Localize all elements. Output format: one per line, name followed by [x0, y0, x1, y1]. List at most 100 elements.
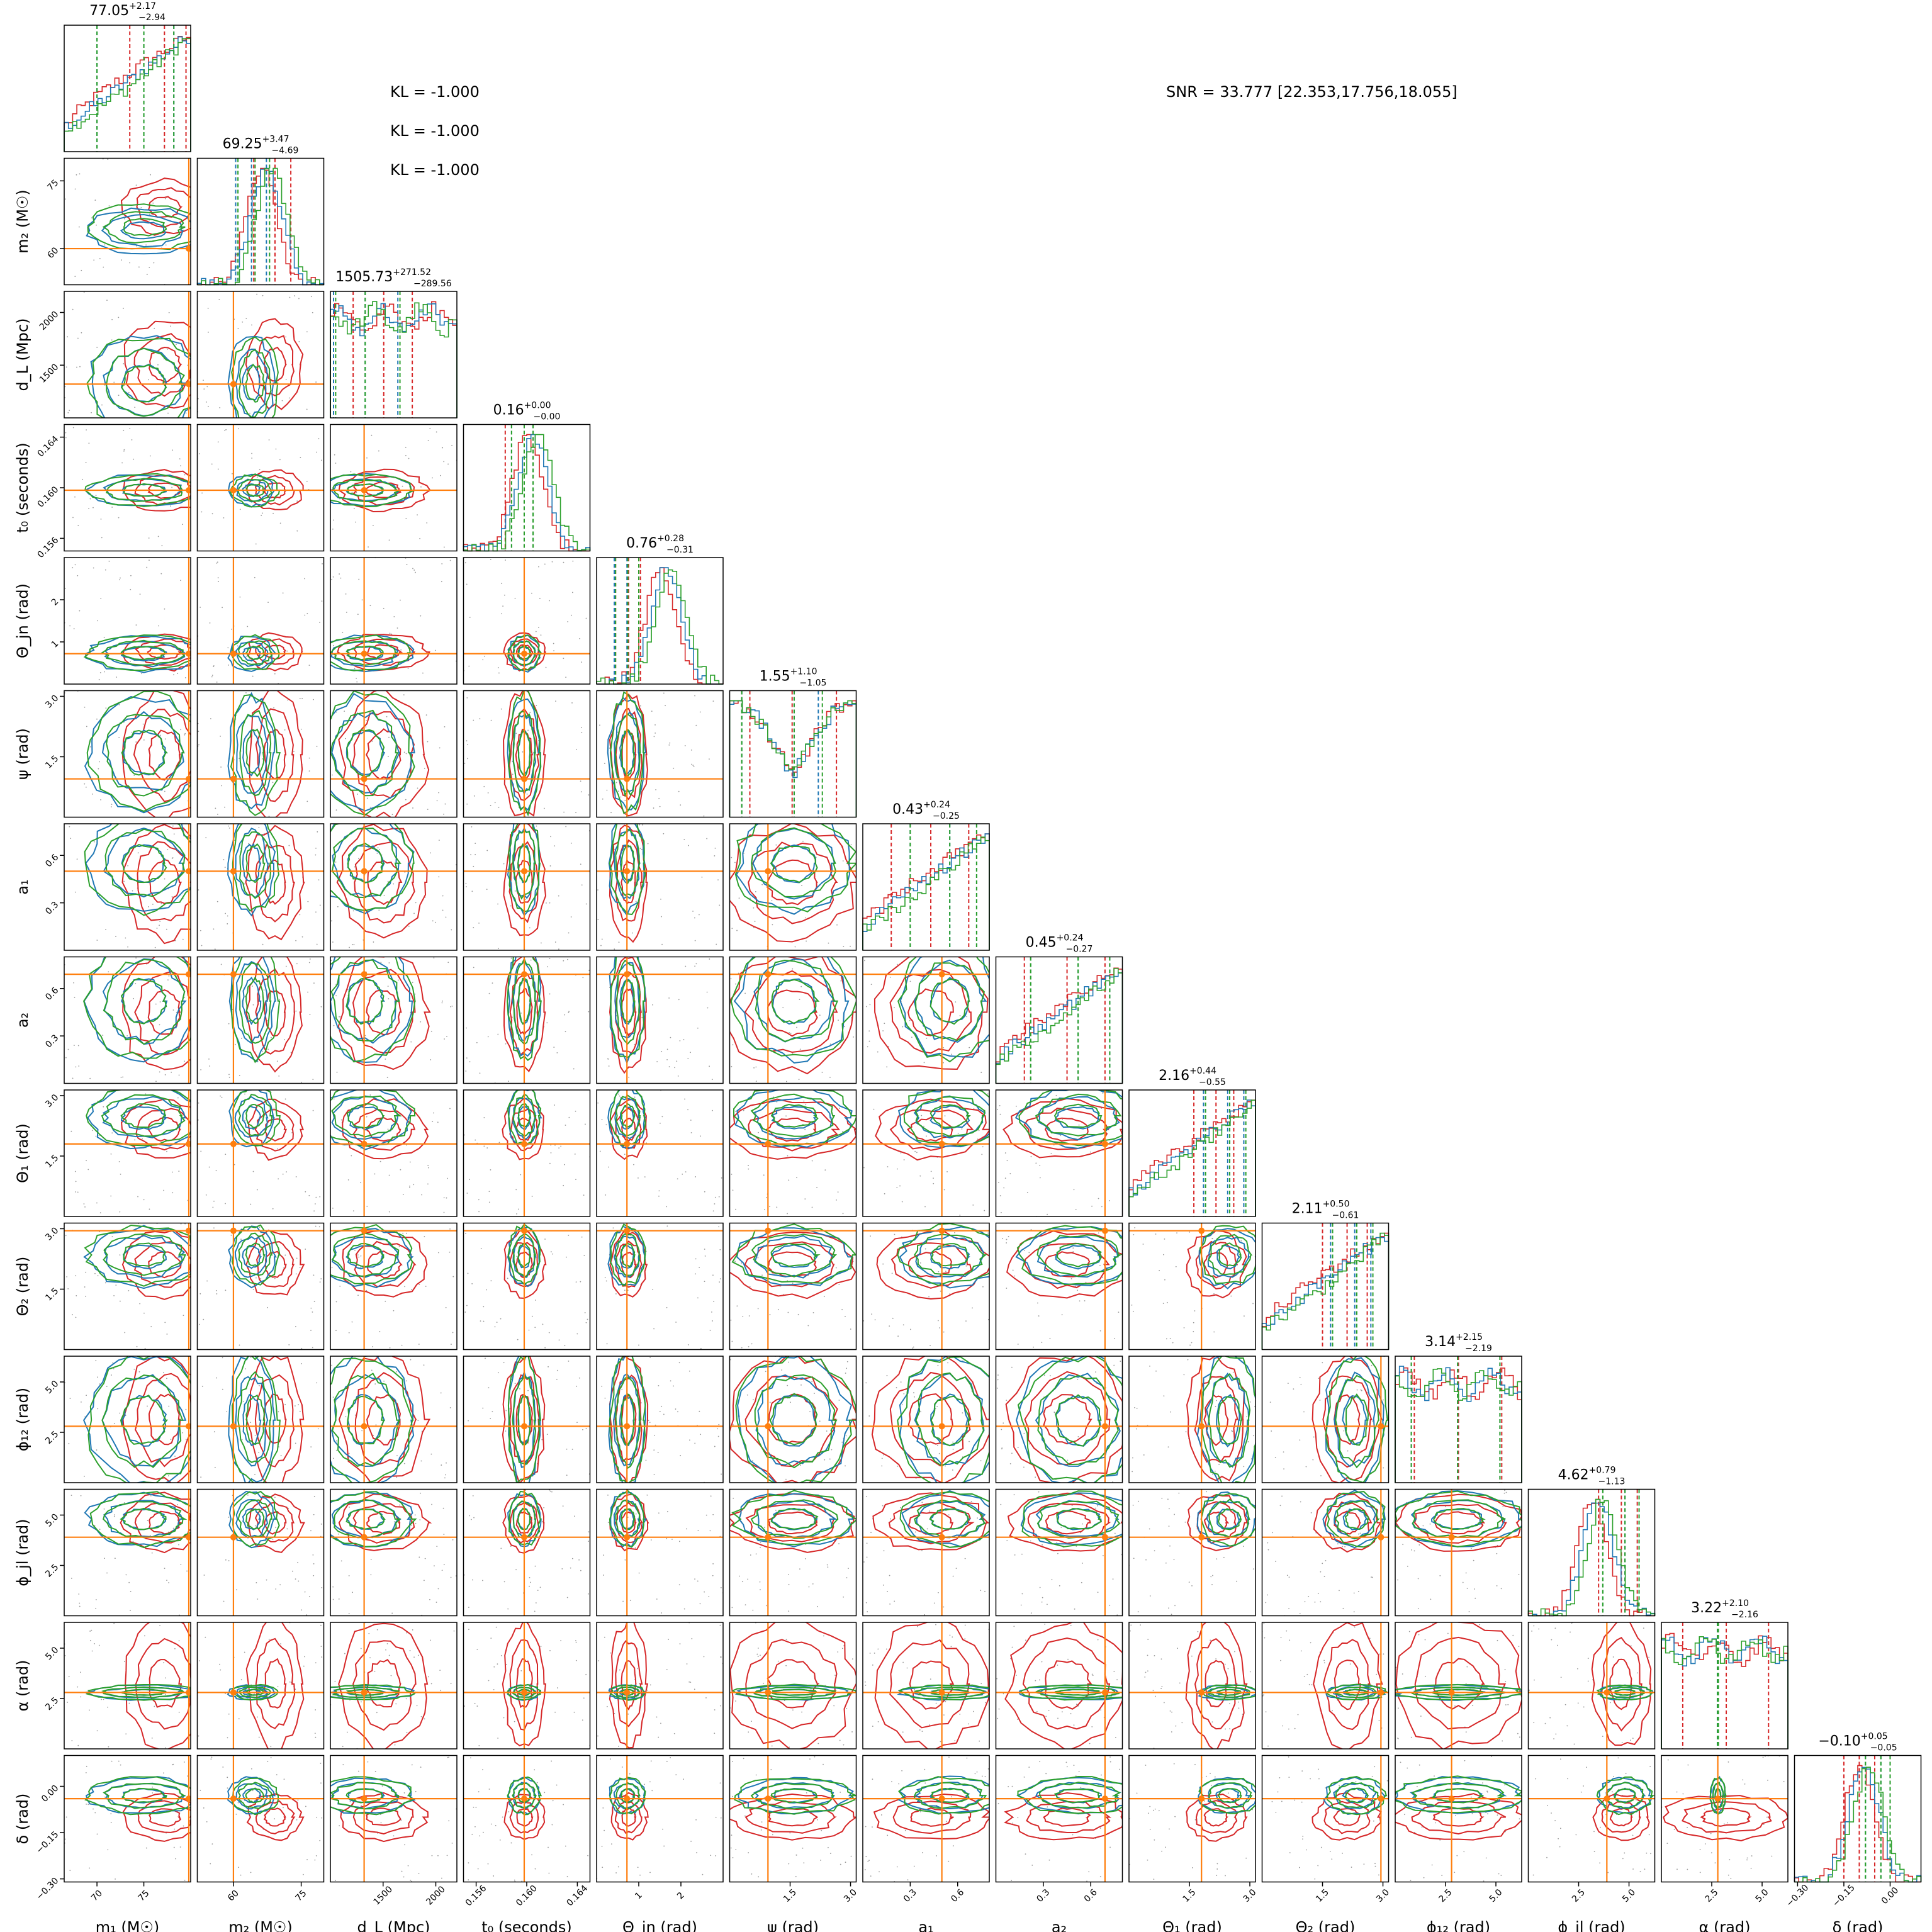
- scatter-point: [659, 806, 661, 807]
- scatter-point: [1144, 1676, 1146, 1678]
- scatter-point: [71, 1740, 73, 1741]
- contour-panel-3-11: [463, 1488, 591, 1617]
- scatter-point: [997, 1379, 999, 1381]
- scatter-point: [748, 1852, 750, 1853]
- truth-marker: [361, 1423, 368, 1430]
- scatter-point: [952, 1469, 953, 1471]
- contour-body: [463, 1090, 590, 1216]
- scatter-point: [333, 1025, 335, 1026]
- scatter-point: [497, 667, 499, 668]
- scatter-point: [346, 1731, 348, 1733]
- scatter-point: [301, 1081, 302, 1083]
- panel-frame: [729, 1622, 857, 1749]
- scatter-point: [284, 1403, 286, 1405]
- hist-panel-3: 0.16+0.00−0.00: [463, 401, 591, 552]
- panel-frame: [862, 1356, 990, 1483]
- scatter-point: [914, 1396, 915, 1398]
- scatter-point: [339, 1825, 340, 1827]
- scatter-point: [174, 1456, 176, 1457]
- contour-blue-level-0: [1055, 1106, 1100, 1130]
- scatter-point: [536, 825, 537, 827]
- scatter-point: [267, 1760, 269, 1762]
- scatter-point: [763, 1174, 765, 1176]
- contour-blue-level-0: [242, 1393, 262, 1447]
- scatter-point: [1317, 1593, 1319, 1595]
- scatter-point: [403, 1463, 405, 1464]
- hist-series-green: [1261, 1232, 1390, 1350]
- scatter-point: [769, 1206, 771, 1208]
- contour-panel-1-3: [196, 424, 325, 552]
- scatter-point: [1050, 1152, 1052, 1154]
- scatter-point: [522, 751, 524, 753]
- scatter-point: [967, 1723, 969, 1725]
- scatter-point: [403, 751, 405, 753]
- scatter-point: [544, 563, 546, 565]
- scatter-point: [604, 1277, 606, 1279]
- panel-frame: [64, 1222, 191, 1351]
- scatter-point: [1245, 1857, 1247, 1859]
- scatter-point: [721, 1473, 722, 1475]
- scatter-point: [482, 1580, 483, 1581]
- hist-panel-1: 69.25+3.47−4.69: [196, 135, 325, 286]
- contour-green-level-2: [84, 1776, 191, 1816]
- scatter-point: [923, 1125, 924, 1127]
- scatter-point: [306, 331, 308, 333]
- scatter-point: [277, 1686, 279, 1688]
- scatter-point: [119, 1300, 121, 1302]
- scatter-point: [110, 806, 112, 807]
- scatter-point: [494, 1326, 496, 1328]
- scatter-point: [368, 546, 369, 548]
- panel-frame: [330, 1089, 458, 1217]
- scatter-point: [706, 838, 708, 840]
- contour-green-level-0: [346, 1103, 385, 1129]
- contour-red-level-1: [509, 1374, 541, 1464]
- scatter-point: [446, 1036, 447, 1037]
- scatter-point: [694, 917, 695, 919]
- contour-panel-7-10: [995, 1356, 1123, 1483]
- scatter-point: [267, 1048, 269, 1050]
- scatter-point: [901, 1404, 903, 1406]
- scatter-point: [685, 965, 687, 967]
- scatter-point: [442, 1507, 444, 1509]
- scatter-point: [503, 1581, 505, 1583]
- scatter-point: [503, 863, 505, 865]
- scatter-point: [254, 1434, 256, 1436]
- scatter-point: [64, 198, 66, 200]
- scatter-point: [444, 1477, 446, 1479]
- contour-blue-level-2: [85, 824, 191, 912]
- scatter-point: [690, 1120, 692, 1121]
- scatter-point: [167, 1475, 169, 1476]
- scatter-point: [296, 1819, 298, 1821]
- scatter-point: [67, 1048, 69, 1050]
- scatter-point: [468, 665, 470, 667]
- scatter-point: [76, 366, 77, 368]
- scatter-point: [1267, 1549, 1269, 1551]
- scatter-point: [1116, 1679, 1118, 1680]
- contour-red-level-1: [615, 707, 643, 800]
- scatter-point: [600, 945, 602, 946]
- panel-frame: [330, 690, 458, 818]
- scatter-point: [91, 217, 93, 219]
- scatter-point: [250, 1357, 252, 1358]
- contour-blue-level-1: [102, 958, 187, 1045]
- contour-panel-1-10: [196, 1356, 325, 1483]
- scatter-point: [866, 1542, 868, 1544]
- panel-frame: [196, 956, 325, 1084]
- scatter-point: [1017, 1719, 1019, 1721]
- scatter-point: [331, 920, 332, 922]
- scatter-point: [694, 695, 695, 697]
- scatter-point: [799, 999, 800, 1001]
- scatter-point: [1004, 1177, 1006, 1179]
- scatter-point: [201, 492, 203, 494]
- scatter-point: [344, 1653, 345, 1654]
- scatter-point: [1155, 1695, 1156, 1697]
- contour-blue-level-2: [1020, 1492, 1123, 1546]
- scatter-point: [433, 957, 435, 958]
- scatter-point: [863, 1320, 865, 1322]
- scatter-point: [451, 1843, 453, 1844]
- contour-red-level-0: [1203, 1511, 1230, 1534]
- contour-body: [64, 558, 191, 684]
- scatter-point: [679, 1643, 681, 1644]
- y-tick-label: 5.0: [43, 1512, 60, 1529]
- scatter-point: [360, 1648, 362, 1649]
